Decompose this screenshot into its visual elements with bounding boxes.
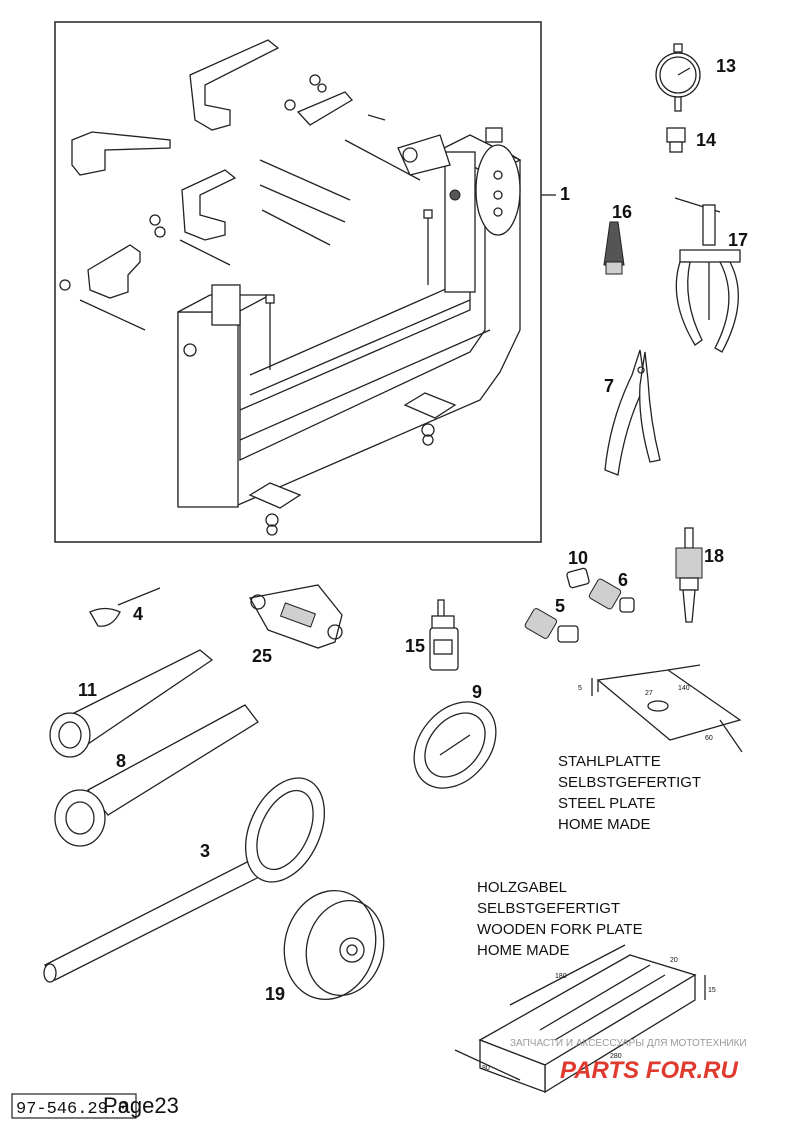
wood-dim-a: 180 [555, 973, 567, 980]
steel-plate-line-4: HOME MADE [558, 816, 651, 833]
wooden-plate-line-2: SELBSTGEFERTIGT [477, 900, 620, 917]
callout-19: 19 [265, 984, 285, 1004]
wooden-plate-line-1: HOLZGABEL [477, 879, 567, 896]
steel-dim-thickness: 5 [578, 685, 582, 692]
callout-3: 3 [200, 841, 210, 861]
item-3-clutch-holder [43, 777, 325, 983]
wood-dim-c: 15 [708, 987, 716, 994]
callout-11: 11 [78, 680, 97, 700]
callout-1: 1 [560, 184, 570, 204]
wooden-fork-plate-drawing [454, 944, 706, 1094]
item-10-spacer [566, 567, 590, 589]
footer-code: 97-546.29.0 [16, 1100, 128, 1119]
steel-dim-hole: 27 [645, 690, 653, 697]
item-9-sprocket-gauge [413, 701, 497, 789]
footer-code-box [11, 1093, 137, 1119]
item-19-flywheel-puller [283, 889, 385, 1001]
steel-plate-line-3: STEEL PLATE [558, 795, 656, 812]
item-13-dial-gauge [655, 43, 701, 112]
steel-dim-width: 60 [705, 735, 713, 742]
item-15-bottle [429, 599, 459, 671]
wood-dim-b: 20 [670, 957, 678, 964]
item-16-tube [603, 221, 625, 275]
item-5-insert [524, 608, 579, 643]
item-4-gauge [89, 587, 161, 627]
item-11-holding-wrench [49, 649, 214, 758]
callout-25: 25 [252, 646, 272, 666]
callout-4: 4 [133, 604, 143, 624]
item-25-clamp [248, 584, 343, 649]
item-1-engine-stand [59, 39, 522, 536]
callout-14: 14 [696, 130, 716, 150]
watermark-logo: PARTS FOR.RU [560, 1057, 738, 1084]
wooden-plate-line-3: WOODEN FORK PLATE [477, 921, 643, 938]
item-7-circlip-pliers [604, 349, 661, 476]
steel-plate-drawing [591, 664, 743, 753]
callout-7: 7 [604, 376, 614, 396]
item-17-puller [674, 197, 741, 353]
steel-plate-line-1: STAHLPLATTE [558, 753, 661, 770]
callout-13: 13 [716, 56, 736, 76]
item-6-insert [588, 578, 635, 613]
callout-5: 5 [555, 596, 565, 616]
page-number: Page23 [103, 1093, 179, 1118]
watermark-tagline: ЗАПЧАСТИ И АКСЕССУАРЫ ДЛЯ МОТОТЕХНИКИ [510, 1038, 747, 1049]
callout-9: 9 [472, 682, 482, 702]
callout-16: 16 [612, 202, 632, 222]
item-8-holding-wrench [54, 704, 259, 847]
item-1-frame [54, 21, 542, 543]
callout-8: 8 [116, 751, 126, 771]
callout-6: 6 [618, 570, 628, 590]
callout-18: 18 [704, 546, 724, 566]
item-18-slide-hammer [675, 527, 703, 623]
wood-dim-e: 80 [482, 1065, 490, 1072]
steel-dim-length: 140 [678, 685, 690, 692]
item-14-adapter [666, 127, 686, 153]
callout-17: 17 [728, 230, 748, 250]
wood-dim-d: 280 [610, 1053, 622, 1060]
wooden-plate-line-4: HOME MADE [477, 942, 570, 959]
callout-10: 10 [568, 548, 588, 568]
steel-plate-line-2: SELBSTGEFERTIGT [558, 774, 701, 791]
callout-15: 15 [405, 636, 425, 656]
